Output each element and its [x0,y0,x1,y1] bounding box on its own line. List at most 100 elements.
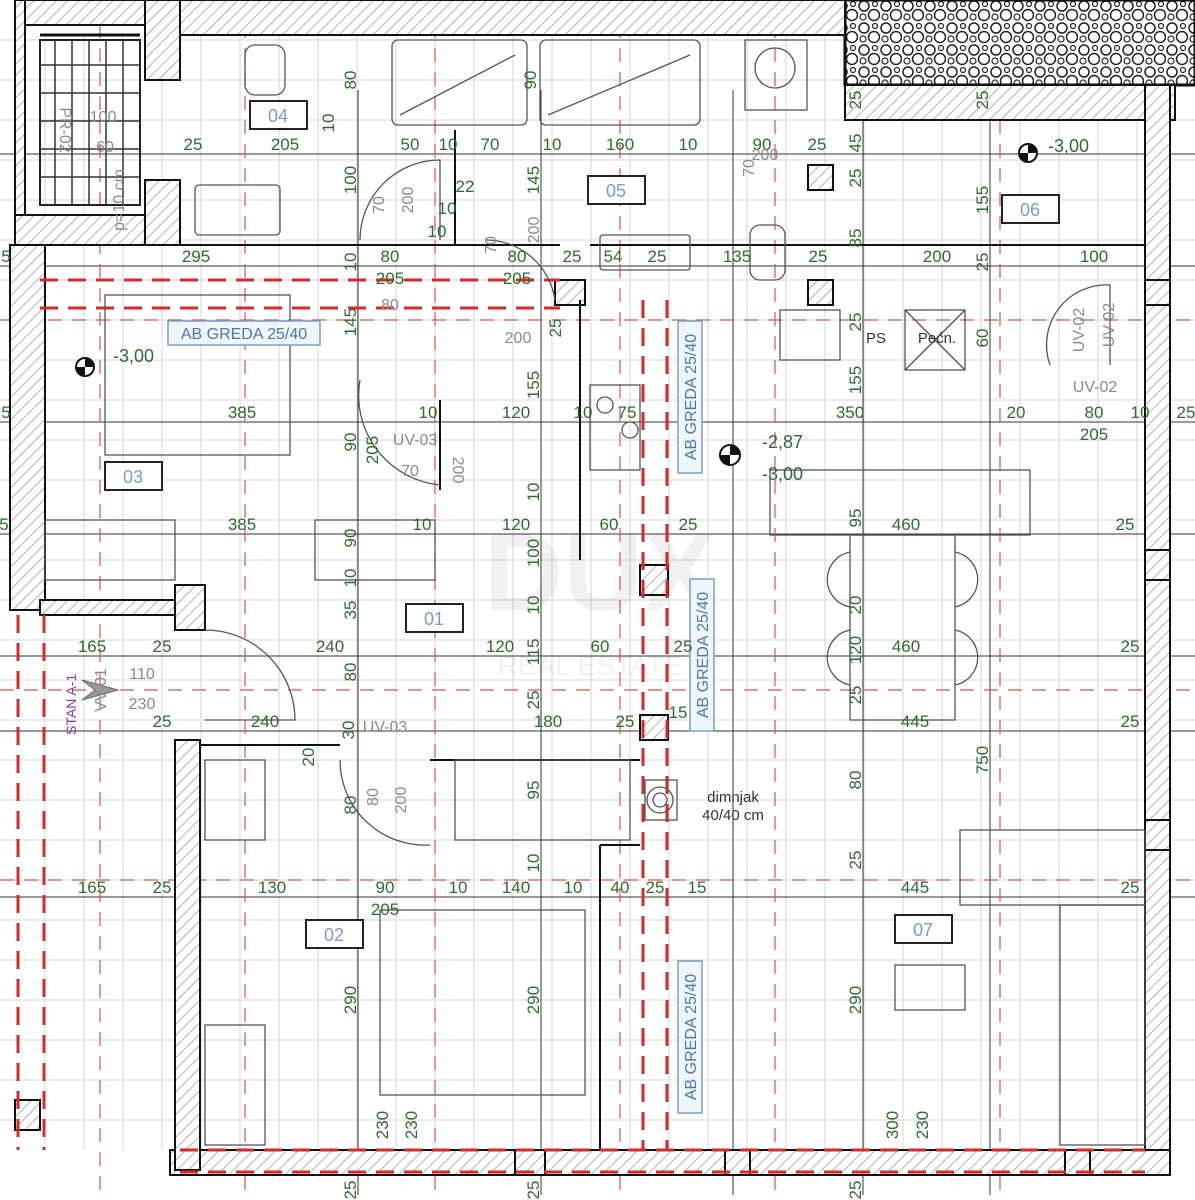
dimension-label: 10 [1131,403,1150,422]
room-tag-07: 07 [894,914,953,944]
dimension-label: 290 [341,986,360,1014]
svg-text:01: 01 [424,609,444,629]
dimension-label: 25 [153,878,172,897]
door-annotation: UV-03 [393,432,438,449]
door-swings [204,159,1111,846]
dimension-label: 20 [1007,403,1026,422]
dimension-label: 54 [604,247,623,266]
ps-label: PS [866,330,886,347]
dimension-label: 75 [618,403,637,422]
dimension-label: 10 [449,878,468,897]
door-annotation: UV-02 [1101,303,1118,348]
svg-text:AB GREDA 25/40: AB GREDA 25/40 [181,326,307,343]
dimension-label: 90 [341,433,360,452]
dimension-label: 300 [883,1111,902,1139]
dimension-label: 240 [251,712,279,731]
door-annotation: UV-02 [1071,308,1088,353]
dimension-label: 25 [846,851,865,870]
dimension-label: 5 [0,515,9,534]
dimension-label: 25 [546,319,565,338]
dimension-label: 205 [271,135,299,154]
dimension-label: 205 [371,900,399,919]
dimension-label: 10 [319,114,338,133]
door-annotation: PR-02 [56,107,73,152]
dimension-label: 460 [892,637,920,656]
dimension-label: 205 [363,436,382,464]
dimension-label: 95 [846,509,865,528]
dimension-label: 25 [646,878,665,897]
storage-rack [39,39,141,206]
dimension-label: 25 [808,135,827,154]
apartment-label: STAN A-1 [63,674,79,735]
room-tag-01: 01 [405,603,464,633]
room-tag-02: 02 [305,919,364,949]
dimension-label: 80 [341,663,360,682]
dimension-label: 205 [503,269,531,288]
dimension-label: 135 [723,247,751,266]
dimension-label: 230 [373,1111,392,1139]
door-annotation: 70 [371,196,388,214]
dimension-label: 100 [341,166,360,194]
dimension-label: 750 [973,746,992,774]
fixtures [44,39,1146,1146]
room-tag-04: 04 [249,100,308,130]
dimension-label: 230 [402,1111,421,1139]
dimension-label: 140 [502,878,530,897]
door-annotation: 200 [400,187,417,214]
dimension-label: 30 [339,721,358,740]
level-label: -3,00 [762,464,803,484]
dimension-label: 10 [543,135,562,154]
dimension-label: 100 [1080,247,1108,266]
dimension-label: 25 [846,313,865,332]
dimension-label: 10 [341,569,360,588]
dimension-label: 205 [1080,425,1108,444]
dimension-label: 25 [846,91,865,110]
dimension-label: 25 [846,169,865,188]
dimension-label: 25 [1121,878,1140,897]
svg-text:AB GREDA 25/40: AB GREDA 25/40 [683,974,700,1100]
door-annotation: 200 [505,330,532,347]
door-annotation: 70 [741,159,758,177]
door-annotation: 60 [96,139,114,156]
dimension-label: 385 [228,403,256,422]
dimension-label: 155 [524,371,543,399]
dimension-label: 25 [153,712,172,731]
door-annotation: 230 [129,696,156,713]
dimension-label: 15 [688,878,707,897]
beam-lines [16,278,1145,1174]
dimension-label: 25 [563,247,582,266]
dimension-label: 10 [419,403,438,422]
dimension-label: 10 [679,135,698,154]
dimension-label: 205 [376,269,404,288]
dimension-label: 80 [846,771,865,790]
door-annotation: UV-02 [1073,379,1118,396]
watermark-sub: REAL ESTATE [498,650,683,681]
beam-label: AB GREDA 25/40 [677,320,703,474]
svg-text:07: 07 [913,920,933,940]
room-tag-03: 03 [104,461,163,491]
door-annotation: 200 [752,147,779,164]
dimension-label: 80 [341,71,360,90]
dimension-label: 10 [341,253,360,272]
dimension-label: 90 [376,878,395,897]
svg-text:05: 05 [606,181,626,201]
dimension-label: 50 [401,135,420,154]
dimension-label: 120 [502,403,530,422]
gravel-terrace [843,0,1195,87]
door-annotation: 80 [381,297,399,314]
dimension-label: 290 [524,986,543,1014]
dimension-label: 145 [524,166,543,194]
dimension-label: 25 [846,686,865,705]
dimension-label: 120 [502,515,530,534]
dimension-label: 10 [428,222,447,241]
dimension-label: 10 [438,199,457,218]
dimension-label: 60 [973,329,992,348]
dimension-label: 460 [892,515,920,534]
door-annotation: 200 [393,787,410,814]
dimension-label: 180 [534,712,562,731]
svg-text:06: 06 [1020,200,1040,220]
dimension-label: 10 [574,403,593,422]
